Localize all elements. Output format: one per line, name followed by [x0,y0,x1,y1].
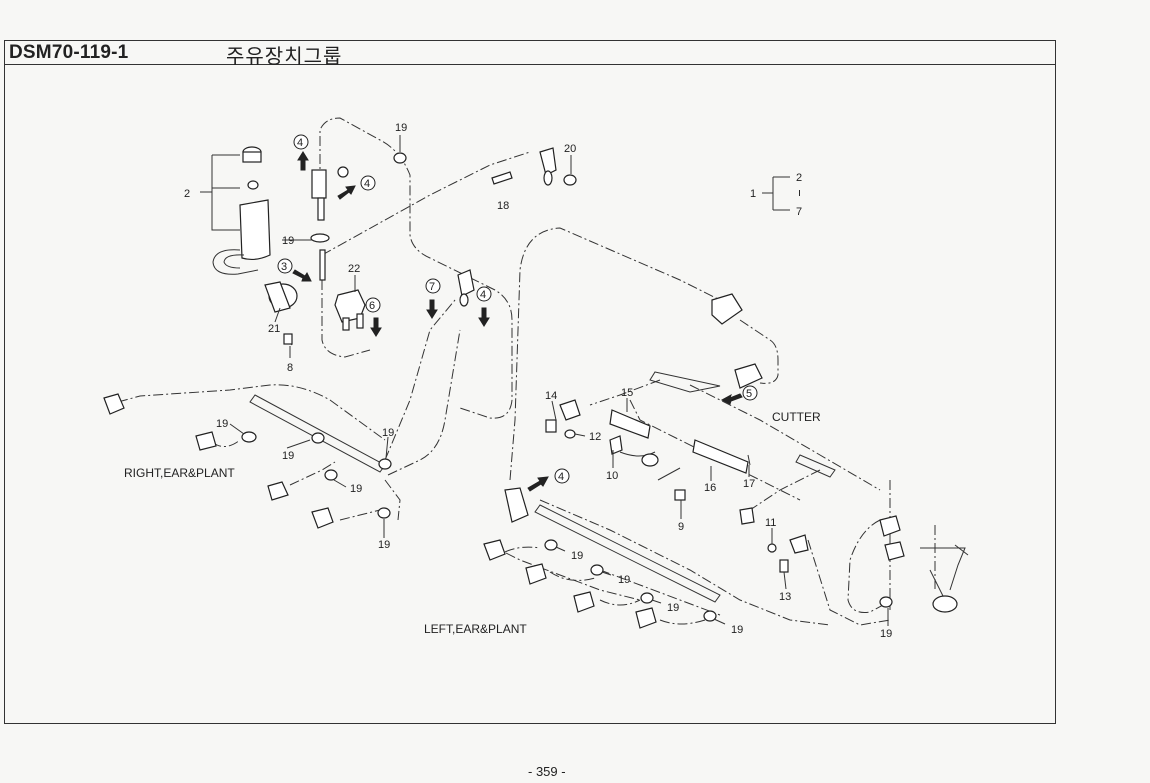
callout-20: 20 [564,143,576,155]
callout-7: 7 [429,281,435,293]
callout-circle-4d [554,468,570,484]
callout-5: 5 [746,388,752,400]
callout-15: 15 [621,387,633,399]
callout-4c: 4 [480,289,486,301]
callout-19f: 19 [350,483,362,495]
upper-valve [310,152,407,281]
callout-circle-6 [365,297,381,313]
cutter-arm [920,544,969,613]
legend-mid: ı [798,187,801,199]
callout-19e: 19 [382,427,394,439]
callout-19c: 19 [216,418,228,430]
callout-13: 13 [779,591,791,603]
callout-circle-3 [277,258,293,274]
callout-4d: 4 [558,471,564,483]
small-parts [545,399,809,573]
callout-19i: 19 [618,574,630,586]
caption-left-ear-plant: LEFT,EAR&PLANT [424,622,527,636]
pipe-routes [117,117,936,626]
nozzle-elbows [103,393,905,629]
fittings-18-20 [491,147,577,186]
pump-block [334,275,366,331]
callout-9: 9 [678,521,684,533]
callout-22: 22 [348,263,360,275]
legend-bottom: 7 [796,206,802,218]
doc-title: 주유장치그룹 [226,44,343,68]
callout-19g: 19 [378,539,390,551]
callout-circle-5 [742,385,758,401]
callout-circles [277,134,758,484]
callout-19h: 19 [571,550,583,562]
oil-tank-assembly [200,146,298,346]
callout-19d: 19 [282,450,294,462]
caption-cutter: CUTTER [772,410,821,424]
drawing-frame [4,40,1056,724]
legend-top: 2 [796,172,802,184]
callout-16: 16 [704,482,716,494]
callout-11: 11 [765,517,776,529]
flow-arrows [292,151,743,492]
callout-19j: 19 [667,602,679,614]
callout-labels: 4 4 3 6 7 4 4 5 2 19 20 18 19 22 21 8 19… [124,122,892,640]
callout-10: 10 [606,470,618,482]
callout-circle-4c [476,286,492,302]
doc-code: DSM70-119-1 [9,42,129,63]
header-divider [4,64,1056,65]
callout-21: 21 [268,323,280,335]
hose-loops [211,439,706,625]
callout-circle-4a [293,134,309,150]
hose-clamps [241,431,893,622]
callout-19k: 19 [731,624,743,636]
callout-4b: 4 [364,178,370,190]
manifold-bars [249,371,836,603]
callout-19b: 19 [282,235,294,247]
callout-12: 12 [589,431,601,443]
callout-circle-4b [360,175,376,191]
page-number: - 359 - [528,764,566,779]
callout-circle-7 [425,278,441,294]
callout-2: 2 [184,188,190,200]
caption-right-ear-plant: RIGHT,EAR&PLANT [124,466,235,480]
distributor-blocks [504,293,763,523]
callout-8: 8 [287,362,293,374]
legend-label: 1 [750,188,756,200]
callout-17: 17 [743,478,755,490]
leader-lines [229,135,889,626]
callout-19a: 19 [395,122,407,134]
callout-18: 18 [497,200,509,212]
callout-6: 6 [369,300,375,312]
swivel-joint [457,269,475,307]
callout-3: 3 [281,261,287,273]
callout-19l: 19 [880,628,892,640]
callout-14: 14 [545,390,557,402]
callout-4a: 4 [297,137,303,149]
